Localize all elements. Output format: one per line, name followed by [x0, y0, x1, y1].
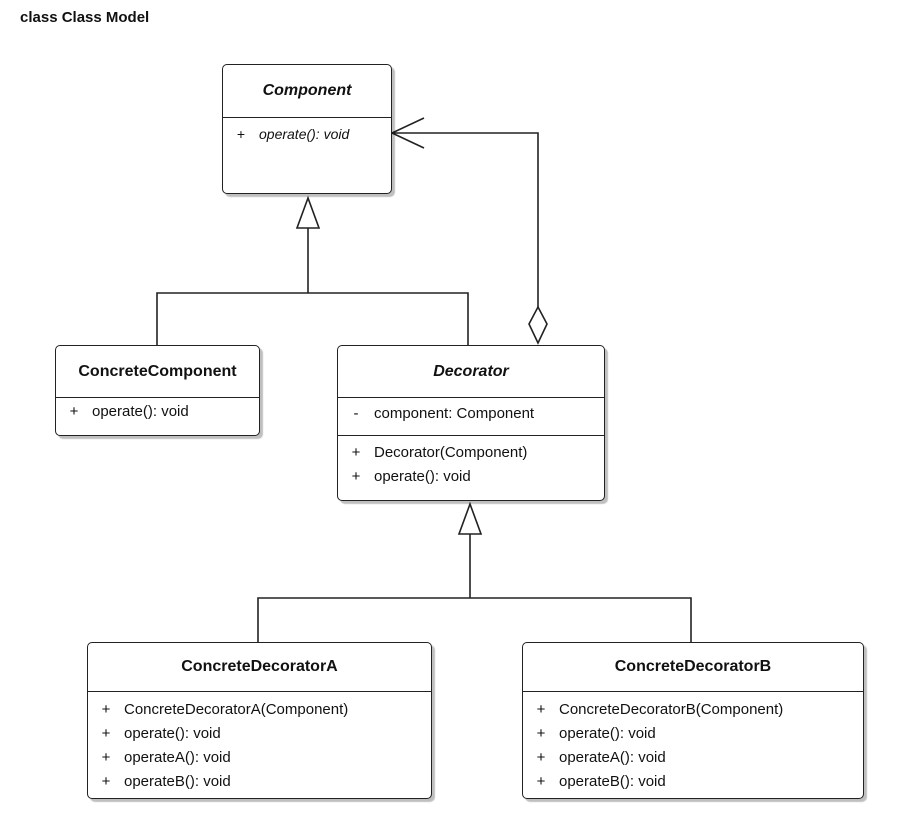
operation-signature: Decorator(Component) [374, 444, 528, 461]
visibility-marker: + [101, 773, 111, 790]
operation-signature: operateB(): void [559, 773, 666, 790]
class-concrete-decorator-b[interactable]: ConcreteDecoratorB + ConcreteDecoratorB(… [522, 642, 864, 799]
visibility-marker: + [351, 468, 361, 485]
operation-signature: ConcreteDecoratorB(Component) [559, 701, 784, 718]
visibility-marker: + [236, 126, 246, 142]
operation-row: + operate(): void [223, 122, 391, 146]
operation-row: + ConcreteDecoratorA(Component) [88, 698, 431, 722]
diagram-title: class Class Model [20, 9, 150, 26]
operation-row: + operateB(): void [523, 770, 863, 794]
visibility-marker: + [101, 725, 111, 742]
class-name: ConcreteDecoratorA [181, 658, 338, 675]
operation-signature: operateA(): void [124, 749, 231, 766]
operation-signature: operate(): void [92, 403, 189, 420]
operation-signature: operate(): void [374, 468, 471, 485]
visibility-marker: + [536, 749, 546, 766]
visibility-marker: + [101, 749, 111, 766]
visibility-marker: + [536, 701, 546, 718]
operation-row: + Decorator(Component) [338, 441, 604, 465]
class-name: ConcreteDecoratorB [614, 658, 772, 675]
generalization-to-component [156, 195, 469, 345]
operations-compartment: + Decorator(Component) + operate(): void [338, 435, 604, 493]
class-name: Component [262, 82, 352, 99]
class-decorator[interactable]: Decorator - component: Component + Decor… [337, 345, 605, 501]
visibility-marker: + [351, 444, 361, 461]
operations-compartment: + ConcreteDecoratorA(Component) + operat… [88, 691, 431, 798]
attribute-signature: component: Component [374, 405, 535, 422]
visibility-marker: + [101, 701, 111, 718]
operation-signature: operateA(): void [559, 749, 666, 766]
operation-row: + operate(): void [56, 400, 259, 424]
operation-signature: ConcreteDecoratorA(Component) [124, 701, 349, 718]
operation-signature: operate(): void [559, 725, 656, 742]
operations-compartment: + operate(): void [56, 397, 259, 428]
operation-signature: operate(): void [124, 725, 221, 742]
class-name: Decorator [433, 363, 509, 380]
attribute-row: - component: Component [338, 402, 604, 426]
operation-row: + operateA(): void [88, 746, 431, 770]
visibility-marker: + [69, 403, 79, 420]
aggregation-decorator-component [390, 117, 548, 345]
operation-signature: operateB(): void [124, 773, 231, 790]
class-name: ConcreteComponent [78, 363, 237, 380]
visibility-marker: + [536, 725, 546, 742]
operation-row: + operate(): void [523, 722, 863, 746]
class-component[interactable]: Component + operate(): void [222, 64, 392, 194]
class-concrete-decorator-a[interactable]: ConcreteDecoratorA + ConcreteDecoratorA(… [87, 642, 432, 799]
operations-compartment: + ConcreteDecoratorB(Component) + operat… [523, 691, 863, 798]
operation-row: + ConcreteDecoratorB(Component) [523, 698, 863, 722]
operation-row: + operateB(): void [88, 770, 431, 794]
operation-signature: operate(): void [259, 126, 350, 142]
operation-row: + operate(): void [338, 465, 604, 489]
class-concrete-component[interactable]: ConcreteComponent + operate(): void [55, 345, 260, 436]
operations-compartment: + operate(): void [223, 117, 391, 193]
generalization-to-decorator [257, 501, 692, 642]
visibility-marker: - [353, 405, 359, 422]
visibility-marker: + [536, 773, 546, 790]
attributes-compartment: - component: Component [338, 397, 604, 435]
operation-row: + operateA(): void [523, 746, 863, 770]
operation-row: + operate(): void [88, 722, 431, 746]
